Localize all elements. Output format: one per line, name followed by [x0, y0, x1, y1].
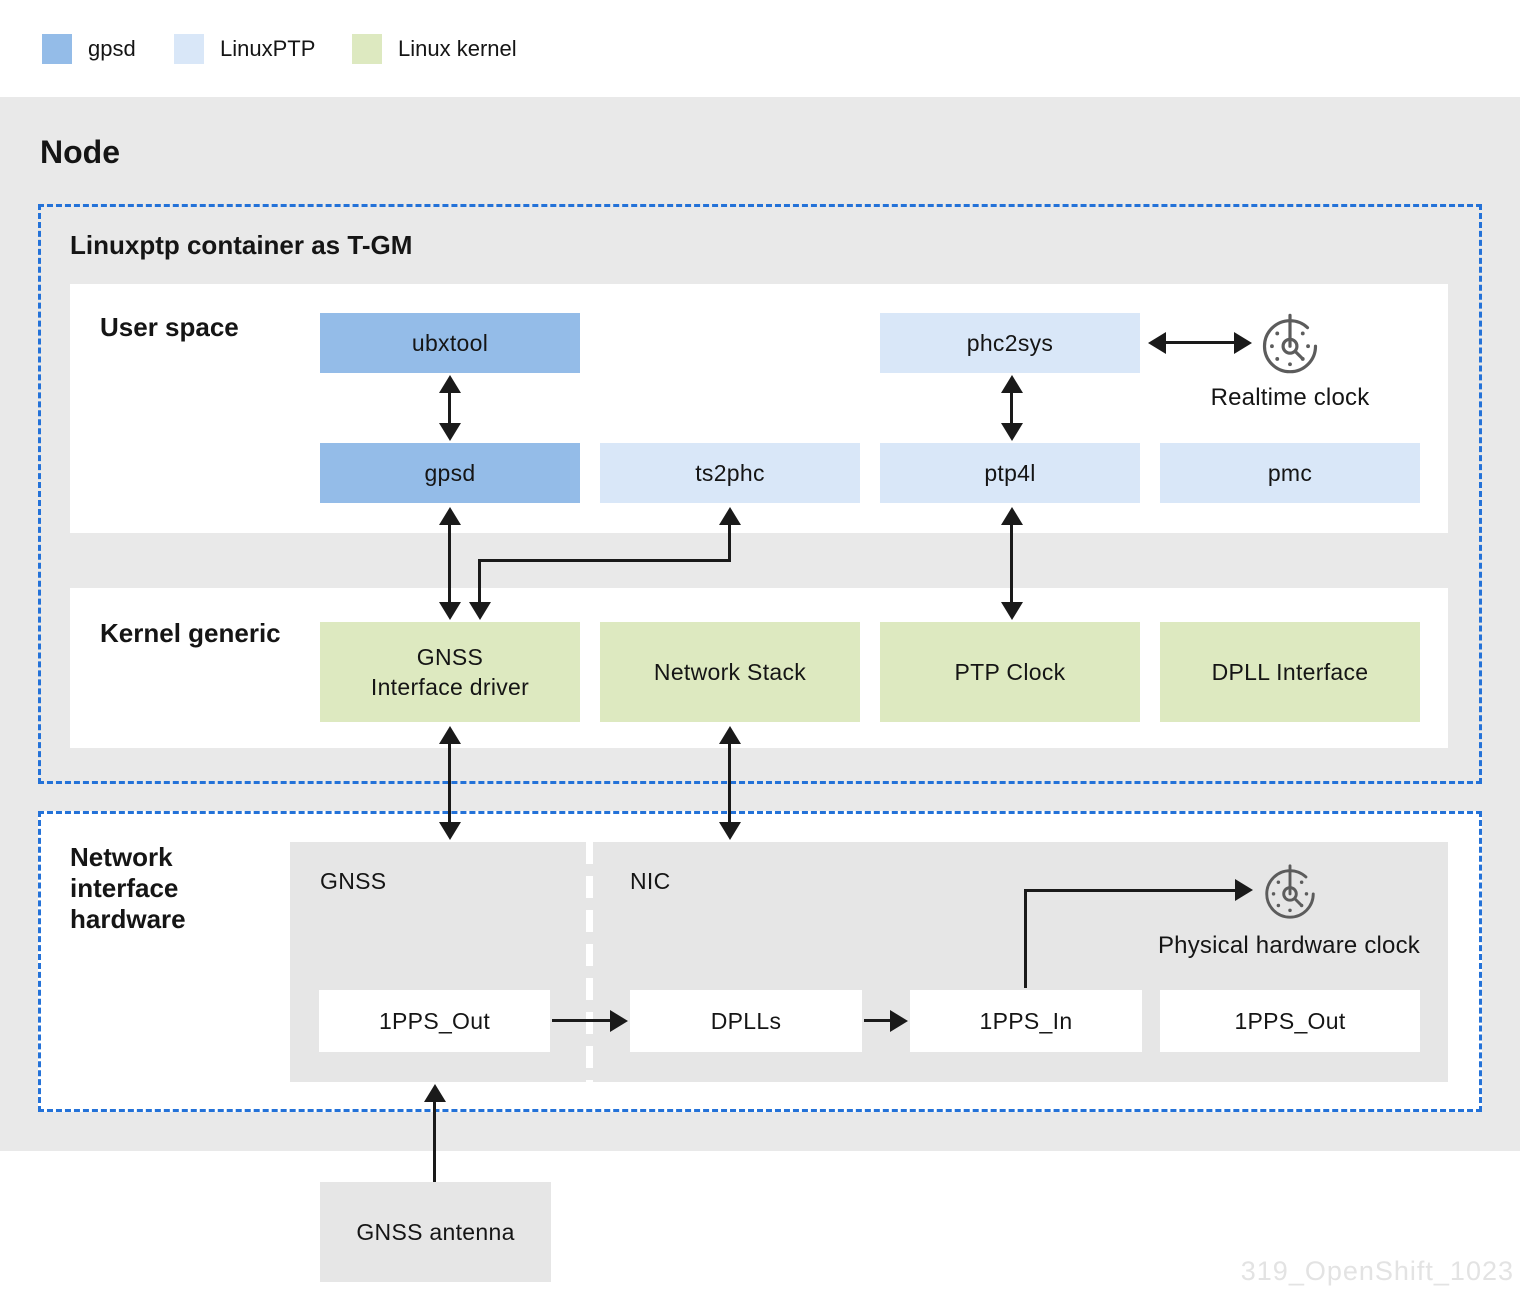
arrow-ppsout-dplls-line: [552, 1019, 612, 1022]
node-title: Node: [40, 134, 120, 170]
box-dplls: DPLLs: [630, 990, 862, 1052]
arrow-phc2sys-ptp4l-line: [1010, 385, 1013, 429]
arrow-ts2phc-gnssdriver-down: [469, 602, 491, 620]
box-gnss-antenna: GNSS antenna: [320, 1182, 551, 1282]
arrow-ts2phc-elbow-v1: [728, 517, 731, 562]
arrow-ts2phc-elbow-v2: [478, 559, 481, 605]
hardware-label: Network interface hardware: [70, 842, 186, 935]
arrow-gnssdriver-gnsshw-up: [439, 726, 461, 744]
watermark: 319_OpenShift_1023: [1240, 1256, 1514, 1286]
arrow-ubxtool-gpsd-line: [448, 385, 451, 429]
kernel-generic-label: Kernel generic: [100, 618, 281, 648]
box-dpll-interface: DPLL Interface: [1160, 622, 1420, 722]
box-network-stack: Network Stack: [600, 622, 860, 722]
box-ubxtool: ubxtool: [320, 313, 580, 373]
arrow-antenna-gnss-line: [433, 1098, 436, 1182]
gnss-nic-divider: [586, 842, 593, 1082]
realtime-clock-label: Realtime clock: [1210, 384, 1370, 411]
arrow-ubxtool-gpsd-up: [439, 375, 461, 393]
arrow-ppsout-dplls-head: [610, 1010, 628, 1032]
gnss-driver-line2: Interface driver: [370, 674, 530, 700]
arrow-gpsd-gnssdriver-line: [448, 517, 451, 607]
legend-item-linux-kernel: Linux kernel: [352, 34, 517, 64]
arrow-netstack-nic-up: [719, 726, 741, 744]
arrow-ptp4l-ptpclock-line: [1010, 517, 1013, 607]
box-ptp4l: ptp4l: [880, 443, 1140, 503]
hardware-label-line2: interface: [70, 873, 179, 903]
arrow-antenna-gnss-head: [424, 1084, 446, 1102]
arrow-phc2sys-clock-right: [1234, 332, 1252, 354]
arrow-ubxtool-gpsd-down: [439, 423, 461, 441]
legend-item-gpsd: gpsd: [42, 34, 136, 64]
hardware-label-line3: hardware: [70, 904, 186, 934]
legend-label-gpsd: gpsd: [88, 36, 136, 61]
arrow-gnssdriver-gnsshw-down: [439, 822, 461, 840]
box-gnss-1pps-out: 1PPS_Out: [319, 990, 550, 1052]
legend-swatch-linuxptp: [174, 34, 204, 64]
arrow-ptp4l-ptpclock-up: [1001, 507, 1023, 525]
hardware-label-line1: Network: [70, 842, 173, 872]
arrow-dplls-ppsin-line: [864, 1019, 892, 1022]
box-phc2sys: phc2sys: [880, 313, 1140, 373]
legend-swatch-linux-kernel: [352, 34, 382, 64]
tgm-container: [38, 204, 1482, 784]
legend-item-linuxptp: LinuxPTP: [174, 34, 315, 64]
physical-hardware-clock-label: Physical hardware clock: [1157, 932, 1421, 959]
arrow-ppsin-clock-head: [1235, 879, 1253, 901]
arrow-gnssdriver-gnsshw-line: [448, 736, 451, 827]
legend-label-linuxptp: LinuxPTP: [220, 36, 316, 61]
arrow-ptp4l-ptpclock-down: [1001, 602, 1023, 620]
realtime-clock-icon: [1256, 309, 1324, 382]
tgm-container-title: Linuxptp container as T-GM: [70, 230, 413, 260]
arrow-netstack-nic-down: [719, 822, 741, 840]
gnss-driver-line1: GNSS: [416, 644, 484, 670]
user-space-label: User space: [100, 312, 239, 342]
box-pmc: pmc: [1160, 443, 1420, 503]
box-gnss-interface-driver: GNSS Interface driver: [320, 622, 580, 722]
box-gpsd: gpsd: [320, 443, 580, 503]
arrow-ts2phc-gnssdriver-up: [719, 507, 741, 525]
legend-swatch-gpsd: [42, 34, 72, 64]
arrow-phc2sys-ptp4l-up: [1001, 375, 1023, 393]
legend-label-linux-kernel: Linux kernel: [398, 36, 517, 61]
arrow-phc2sys-clock-left: [1148, 332, 1166, 354]
physical-hardware-clock-icon: [1259, 860, 1321, 927]
box-ts2phc: ts2phc: [600, 443, 860, 503]
arrow-ppsin-clock-v: [1024, 892, 1027, 988]
arrow-ts2phc-elbow-h: [478, 559, 731, 562]
arrow-phc2sys-clock-line: [1160, 341, 1240, 344]
gnss-panel-label: GNSS: [320, 868, 387, 894]
arrow-ppsin-clock-h: [1024, 889, 1236, 892]
box-1pps-in: 1PPS_In: [910, 990, 1142, 1052]
arrow-netstack-nic-line: [728, 736, 731, 827]
arrow-dplls-ppsin-head: [890, 1010, 908, 1032]
arrow-gpsd-gnssdriver-up: [439, 507, 461, 525]
nic-panel-label: NIC: [630, 868, 671, 894]
box-ptp-clock: PTP Clock: [880, 622, 1140, 722]
box-nic-1pps-out: 1PPS_Out: [1160, 990, 1420, 1052]
arrow-gpsd-gnssdriver-down: [439, 602, 461, 620]
arrow-phc2sys-ptp4l-down: [1001, 423, 1023, 441]
